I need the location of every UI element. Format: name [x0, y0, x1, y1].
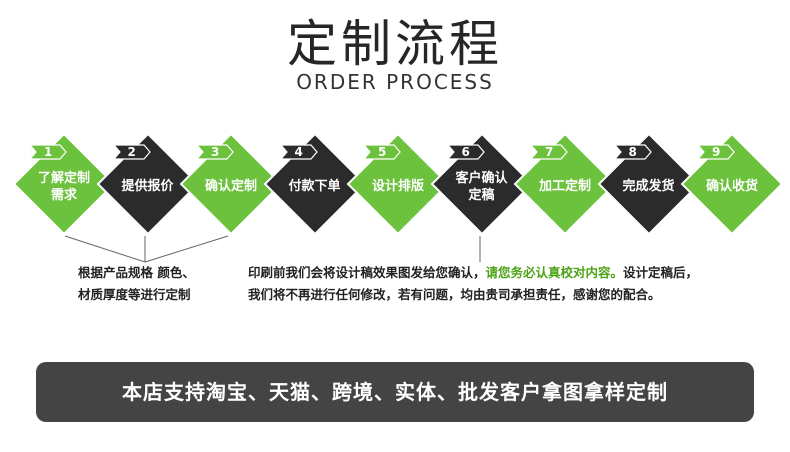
note-customization-line1: 根据产品规格 颜色、 [78, 265, 195, 280]
step-label-line: 定稿 [468, 188, 495, 203]
process-step-6: 6 客户确认定稿 [430, 132, 534, 236]
note-confirmation: 印刷前我们会将设计稿效果图发给您确认，请您务必认真校对内容。设计定稿后， 我们将… [248, 262, 698, 306]
process-step-7: 7 加工定制 [513, 132, 617, 236]
step-label-line: 确认定制 [204, 179, 257, 194]
step-label: 客户确认定稿 [430, 170, 534, 204]
process-step-1: 1 了解定制需求 [12, 132, 116, 236]
step-label-line: 设计排版 [371, 179, 424, 194]
step-label: 加工定制 [513, 178, 617, 195]
step-number: 2 [127, 145, 136, 159]
step-diamond [179, 132, 283, 236]
step-label: 确认收货 [680, 178, 784, 195]
step-label-line: 加工定制 [538, 179, 591, 194]
step-number: 1 [44, 145, 53, 159]
step-number: 5 [378, 145, 387, 159]
step-diamond [96, 132, 199, 236]
step-label: 付款下单 [263, 178, 367, 195]
step-number-tab [112, 144, 151, 160]
step-label-line: 客户确认 [455, 171, 508, 186]
step-diamond [597, 132, 700, 236]
step-label-line: 付款下单 [288, 179, 341, 194]
step-number-tab [446, 144, 485, 160]
step-label: 了解定制需求 [12, 170, 116, 204]
step-number-tab [529, 144, 568, 160]
process-step-9: 9 确认收货 [680, 132, 784, 236]
step-number-tab [28, 144, 67, 160]
page-title: 定制流程 [287, 15, 503, 73]
step-number-tab [195, 144, 234, 160]
step-label-line: 确认收货 [705, 179, 758, 194]
process-step-5: 5 设计排版 [346, 132, 450, 236]
step-label-line: 完成发货 [622, 179, 675, 194]
step-label: 提供报价 [96, 178, 200, 195]
step-diamond [346, 132, 450, 236]
note-customization-line2: 材质厚度等进行定制 [78, 287, 191, 302]
step-label: 确认定制 [179, 178, 283, 195]
step-diamond [430, 132, 533, 236]
step-label-line: 需求 [50, 188, 77, 203]
step-label-line: 了解定制 [37, 171, 90, 186]
step-diamond [680, 132, 784, 236]
step-label: 设计排版 [346, 178, 450, 195]
step-diamond [513, 132, 617, 236]
step-number-tab [362, 144, 401, 160]
note-line1-tail: 设计定稿后， [623, 265, 699, 280]
step-diamond [12, 132, 116, 236]
step-number-tab [613, 144, 652, 160]
step-number: 9 [712, 145, 721, 159]
process-step-2: 2 提供报价 [96, 132, 200, 236]
step-number-tab [696, 144, 735, 160]
step-number: 7 [545, 145, 554, 159]
step-label: 完成发货 [597, 178, 701, 195]
page-subtitle: ORDER PROCESS [296, 70, 494, 94]
process-step-8: 8 完成发货 [597, 132, 701, 236]
note-line1-text: 印刷前我们会将设计稿效果图发给您确认， [248, 265, 486, 280]
step-label-line: 提供报价 [121, 179, 174, 194]
note-line1-highlight: 请您务必认真校对内容。 [485, 265, 624, 280]
process-step-3: 3 确认定制 [179, 132, 283, 236]
store-banner: 本店支持淘宝、天猫、跨境、实体、批发客户拿图拿样定制 [36, 362, 754, 422]
step-number: 3 [211, 145, 220, 159]
step-number-tab [279, 144, 318, 160]
note-confirmation-line1: 印刷前我们会将设计稿效果图发给您确认，请您务必认真校对内容。设计定稿后， [248, 262, 698, 284]
note-customization: 根据产品规格 颜色、 材质厚度等进行定制 [78, 262, 195, 306]
step-diamond [263, 132, 366, 236]
step-number: 6 [461, 145, 470, 159]
note-confirmation-line2: 我们将不再进行任何修改，若有问题，均由贵司承担责任，感谢您的配合。 [248, 287, 661, 302]
step-number: 8 [628, 145, 637, 159]
step-number: 4 [294, 145, 303, 159]
process-step-4: 4 付款下单 [263, 132, 367, 236]
